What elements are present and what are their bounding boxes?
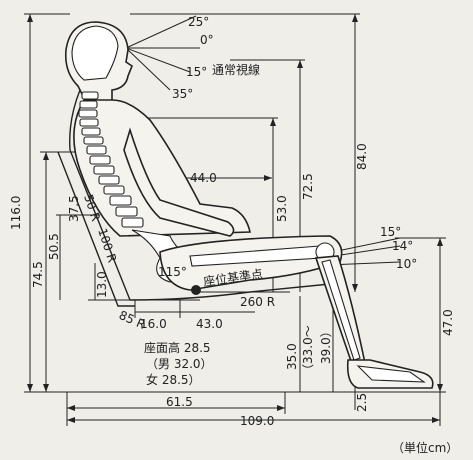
angle-0-label: 0° [200, 33, 214, 47]
seat-reference-point-marker [191, 285, 201, 295]
seat-height-label: 座面高 28.5 [144, 340, 211, 355]
foot-offset-label: 2.5 [355, 393, 369, 412]
seat-angle-15-label: 15° [380, 225, 401, 239]
leg-33-label: （33.0～ [301, 325, 315, 376]
unit-label: （単位cm） [392, 440, 458, 455]
height-74-label: 74.5 [31, 261, 45, 288]
angle-15-label: 15° [186, 65, 207, 79]
leg-39-label: 39.0） [319, 325, 333, 364]
angle-35-label: 35° [172, 87, 193, 101]
hip-angle-label: 115° [158, 265, 187, 279]
seat-angle-10-label: 10° [396, 257, 417, 271]
height-72-label: 72.5 [301, 173, 315, 200]
seat-height-male: （男 32.0） [146, 357, 213, 371]
width-61-label: 61.5 [166, 395, 193, 409]
width-43-label: 43.0 [196, 317, 223, 331]
width-16-label: 16.0 [140, 317, 167, 331]
human-figure [64, 21, 434, 389]
angle-25-label: 25° [188, 15, 209, 29]
back-radius-37-label: 37.5 [67, 195, 81, 222]
height-116-label: 116.0 [9, 196, 23, 230]
spine [78, 91, 144, 228]
height-50-label: 50.5 [47, 233, 61, 260]
height-84-label: 84.0 [355, 143, 369, 170]
height-13-label: 13.0 [95, 271, 109, 298]
width-109-label: 109.0 [240, 414, 274, 428]
leg-35-label: 35.0 [285, 343, 299, 370]
chair-outline [57, 89, 331, 307]
height-53-label: 53.0 [275, 195, 289, 222]
seat-height-female: 女 28.5） [146, 372, 201, 387]
width-44-label: 44.0 [190, 171, 217, 185]
height-47-label: 47.0 [441, 309, 455, 336]
normal-sight-label: 通常視線 [212, 62, 260, 77]
labels: 25° 0° 15° 35° 通常視線 116.0 84.0 72.5 74.5… [9, 15, 458, 455]
seat-angle-14-label: 14° [392, 239, 413, 253]
seat-radius-label: 260 R [240, 295, 275, 309]
